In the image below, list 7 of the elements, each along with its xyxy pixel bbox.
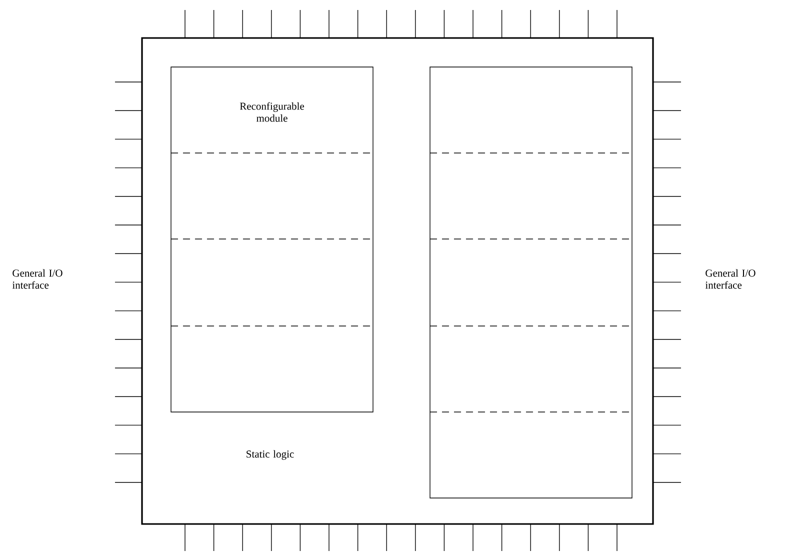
side-label: General I/O interface xyxy=(705,269,756,289)
node-label: Static logic xyxy=(246,450,294,460)
chip-outline xyxy=(141,37,654,525)
module-box xyxy=(430,66,632,498)
module-box xyxy=(170,66,374,412)
side-label: General I/O interface xyxy=(12,269,62,289)
node-label: Reconfigurable module xyxy=(240,102,304,122)
